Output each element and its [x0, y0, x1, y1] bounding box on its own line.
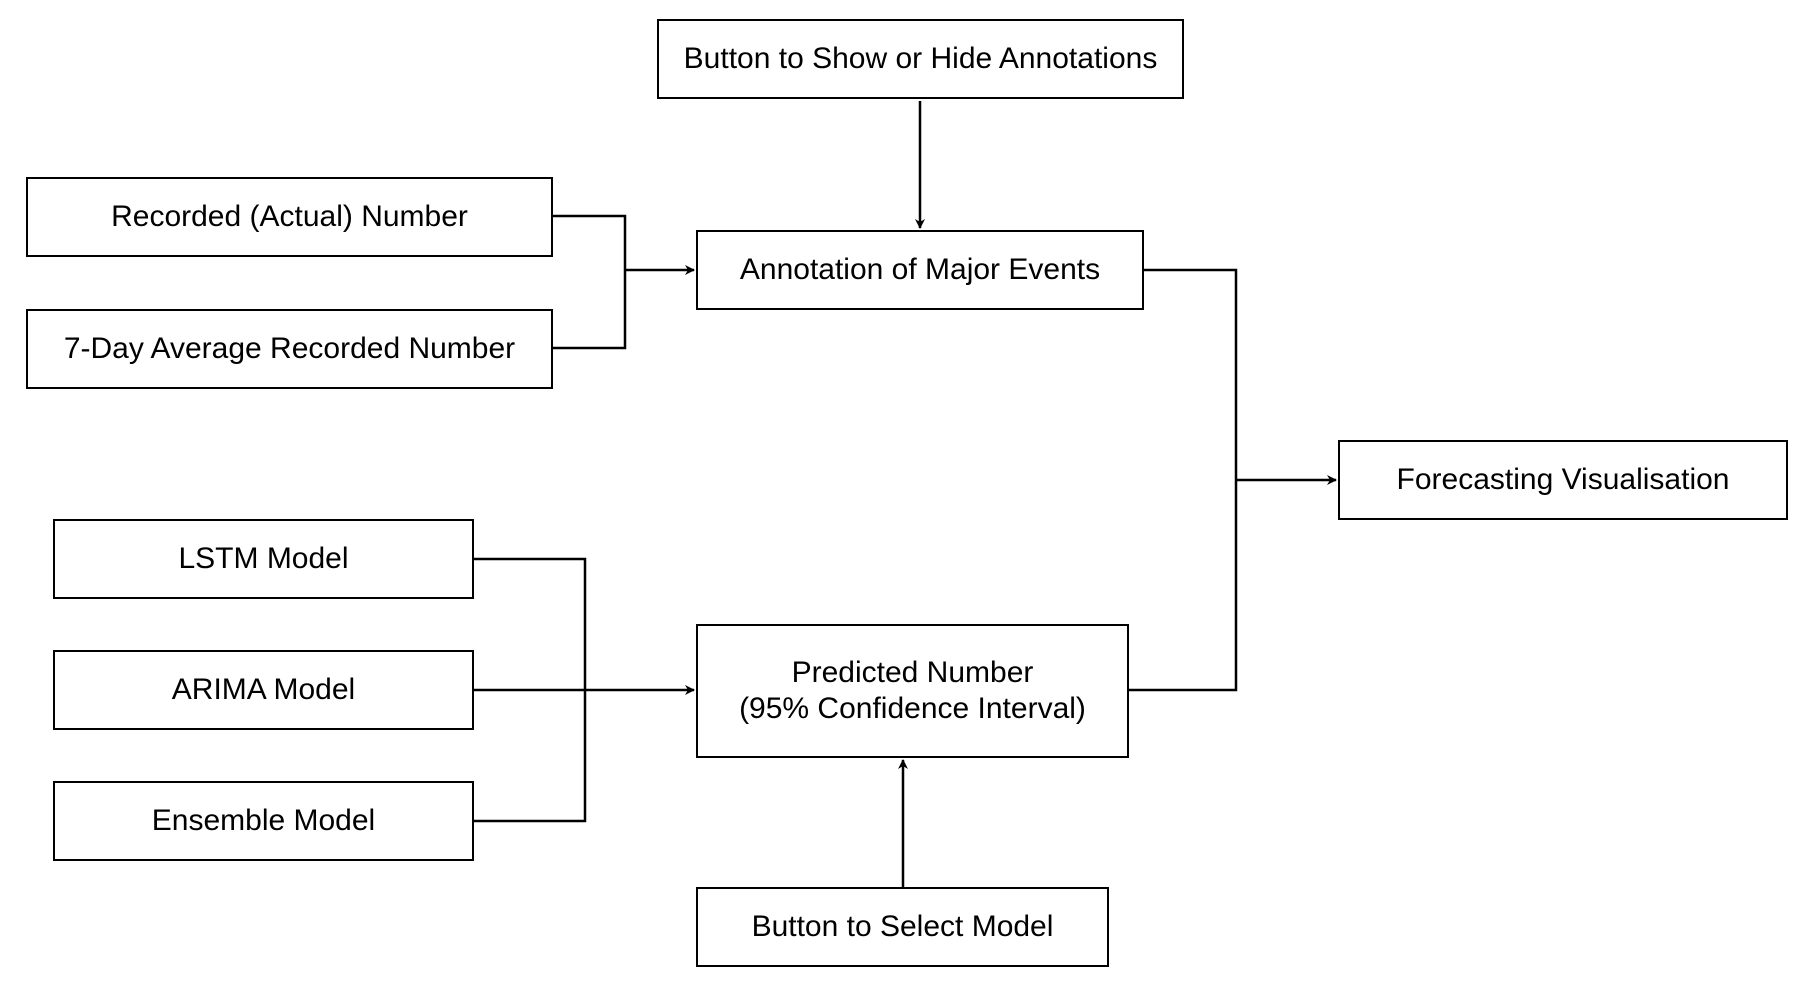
seven-day-average-label: 7-Day Average Recorded Number: [63, 332, 516, 365]
toggle-annotations-button-node: Button to Show or Hide Annotations: [657, 19, 1184, 99]
predicted-number-node: Predicted Number (95% Confidence Interva…: [696, 624, 1129, 758]
edge-recorded-to-annotation: [552, 214, 627, 350]
ensemble-model-node: Ensemble Model: [53, 781, 474, 861]
lstm-model-node: LSTM Model: [53, 519, 474, 599]
arima-model-label: ARIMA Model: [171, 673, 356, 706]
confidence-interval-label: (95% Confidence Interval): [739, 692, 1086, 725]
recorded-number-node: Recorded (Actual) Number: [26, 177, 553, 257]
select-model-button-node: Button to Select Model: [696, 887, 1109, 967]
annotation-events-node: Annotation of Major Events: [696, 230, 1144, 310]
select-model-label: Button to Select Model: [751, 910, 1054, 943]
toggle-annotations-label: Button to Show or Hide Annotations: [683, 42, 1158, 75]
lstm-model-label: LSTM Model: [178, 542, 349, 575]
seven-day-average-node: 7-Day Average Recorded Number: [26, 309, 553, 389]
forecasting-visualisation-node: Forecasting Visualisation: [1338, 440, 1788, 520]
predicted-number-label: Predicted Number: [791, 656, 1034, 689]
forecasting-visualisation-label: Forecasting Visualisation: [1396, 463, 1730, 496]
arima-model-node: ARIMA Model: [53, 650, 474, 730]
edge-annotation-to-forecast: [1128, 268, 1238, 692]
ensemble-model-label: Ensemble Model: [151, 804, 376, 837]
annotation-events-label: Annotation of Major Events: [739, 253, 1101, 286]
recorded-number-label: Recorded (Actual) Number: [111, 200, 468, 233]
